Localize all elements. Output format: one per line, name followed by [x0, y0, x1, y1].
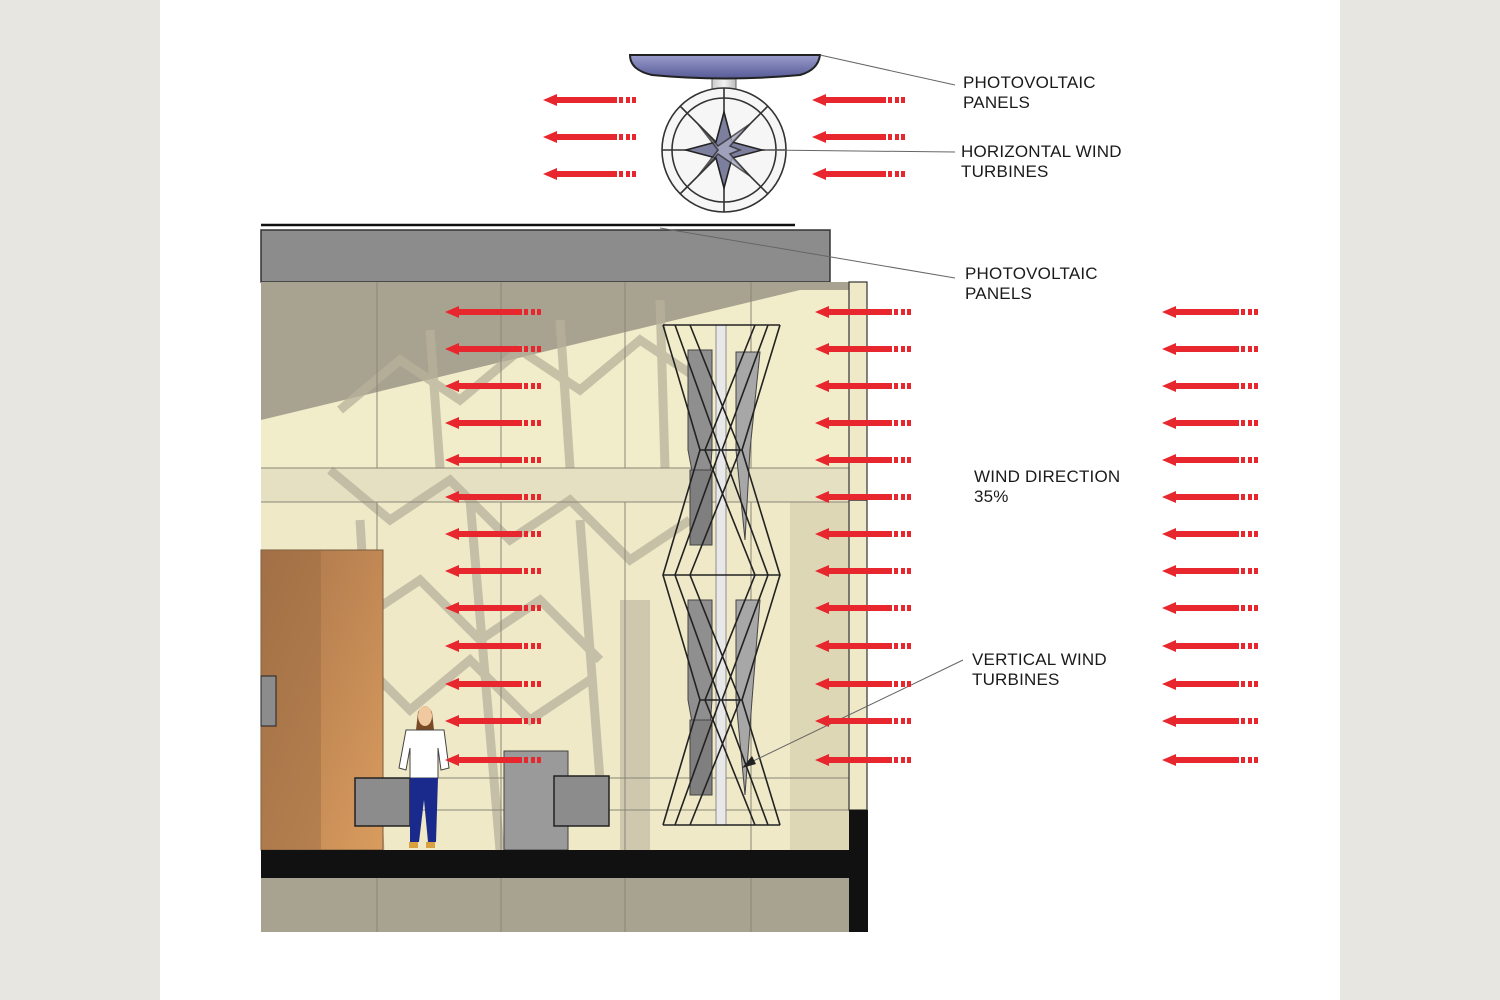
wind-arrow — [815, 565, 911, 577]
wind-arrow — [812, 168, 905, 180]
label-wind-direction: WIND DIRECTION 35% — [974, 467, 1120, 507]
wind-arrow — [815, 417, 911, 429]
wind-arrow — [812, 131, 905, 143]
label-pv-top-line2: PANELS — [963, 93, 1031, 112]
slab-edge-column — [849, 810, 868, 932]
wind-arrow — [1162, 754, 1258, 766]
label-pv-roof-line2: PANELS — [965, 284, 1033, 303]
right-column — [848, 281, 868, 811]
wind-arrow — [1162, 454, 1258, 466]
wind-arrow — [445, 565, 541, 577]
wind-arrow — [445, 602, 541, 614]
grey-box-right — [553, 775, 610, 827]
wind-arrow — [445, 528, 541, 540]
wind-arrow — [815, 528, 911, 540]
label-wind-direction-line2: 35% — [974, 487, 1009, 506]
person-figure — [398, 706, 450, 848]
label-wind-direction-line1: WIND DIRECTION — [974, 467, 1121, 486]
label-vertical-turbines-line2: TURBINES — [972, 670, 1060, 689]
wind-arrow — [445, 454, 541, 466]
wind-arrow — [1162, 715, 1258, 727]
wind-arrow — [1162, 380, 1258, 392]
wind-arrow — [815, 715, 911, 727]
wind-arrow — [1162, 602, 1258, 614]
wind-arrow — [445, 715, 541, 727]
wind-arrow — [445, 640, 541, 652]
label-horizontal-turbines-line2: TURBINES — [961, 162, 1049, 181]
wind-arrow — [1162, 491, 1258, 503]
floor-slab — [261, 850, 868, 878]
wind-arrow — [1162, 417, 1258, 429]
basement-wall — [261, 878, 849, 932]
wind-arrow — [543, 131, 636, 143]
vertical-wind-turbine — [662, 324, 781, 826]
building — [260, 223, 868, 932]
wind-arrow — [815, 602, 911, 614]
label-vertical-turbines: VERTICAL WIND TURBINES — [972, 650, 1107, 690]
leader-arrowhead — [742, 756, 756, 768]
wind-arrow — [445, 306, 541, 318]
wind-arrow — [543, 94, 636, 106]
wind-arrow — [1162, 306, 1258, 318]
label-pv-roof: PHOTOVOLTAIC PANELS — [965, 264, 1098, 304]
wind-arrow — [1162, 528, 1258, 540]
wind-arrow — [815, 640, 911, 652]
wind-arrow — [815, 491, 911, 503]
wind-arrow — [815, 678, 911, 690]
wind-arrow — [445, 380, 541, 392]
roof-parapet — [260, 229, 831, 283]
lower-shade-b — [790, 502, 849, 850]
label-pv-top: PHOTOVOLTAIC PANELS — [963, 73, 1096, 113]
label-pv-top-line1: PHOTOVOLTAIC — [963, 73, 1096, 92]
leader-lines — [659, 54, 964, 766]
horizontal-turbine-assembly — [628, 54, 822, 213]
label-horizontal-turbines: HORIZONTAL WIND TURBINES — [961, 142, 1122, 182]
wind-arrow — [445, 343, 541, 355]
grey-box-left — [354, 777, 411, 827]
wind-arrow — [543, 168, 636, 180]
wind-arrow — [815, 306, 911, 318]
wind-arrow — [445, 491, 541, 503]
wind-arrow — [445, 678, 541, 690]
label-vertical-turbines-line1: VERTICAL WIND — [972, 650, 1107, 669]
wind-arrow — [445, 417, 541, 429]
wind-arrow — [1162, 640, 1258, 652]
wind-arrow — [445, 754, 541, 766]
wind-arrow — [812, 94, 905, 106]
wind-arrow — [1162, 565, 1258, 577]
wind-arrow — [1162, 678, 1258, 690]
wind-arrow — [815, 343, 911, 355]
top-pv-panel — [628, 54, 822, 80]
label-horizontal-turbines-line1: HORIZONTAL WIND — [961, 142, 1122, 161]
door-handle-box — [260, 675, 277, 727]
wind-arrow — [1162, 343, 1258, 355]
wind-arrows — [445, 94, 1258, 766]
wind-arrow — [815, 454, 911, 466]
wind-arrow — [815, 754, 911, 766]
wind-arrow — [815, 380, 911, 392]
label-pv-roof-line1: PHOTOVOLTAIC — [965, 264, 1098, 283]
turbine-rotor — [661, 87, 787, 213]
